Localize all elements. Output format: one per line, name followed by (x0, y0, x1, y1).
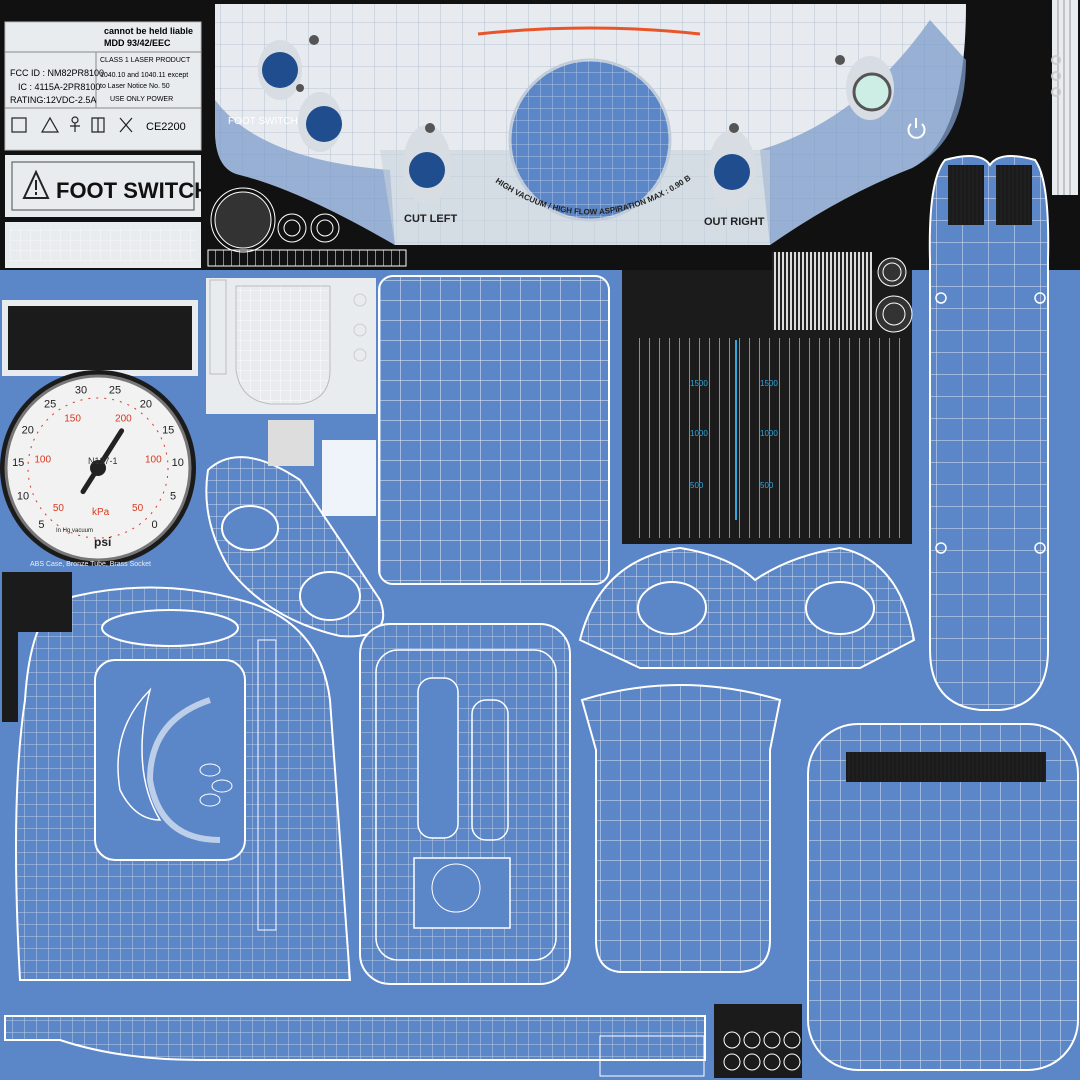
center-tray (359, 623, 571, 985)
gauge-inner-tick-5: 50 (132, 503, 144, 514)
foot-switch-sign (5, 155, 201, 217)
small-parts-block (714, 1004, 802, 1078)
label-ce: CE2200 (146, 121, 186, 133)
gear-wire-parts (875, 257, 913, 333)
indicator-dot-3 (425, 123, 435, 133)
gauge-outer-tick-3: 20 (22, 424, 34, 436)
scale-mark-1: 1500 (760, 379, 778, 388)
label-power: USE ONLY POWER (110, 96, 173, 103)
indicator-dot-5 (835, 55, 845, 65)
scale-mark-2: 1000 (690, 429, 708, 438)
gauge-outer-tick-10: 5 (170, 491, 176, 503)
gauge-outer-tick-8: 15 (162, 424, 174, 436)
right-cup (580, 684, 782, 973)
label-out-right: OUT RIGHT (704, 216, 765, 228)
bottom-strip (4, 1015, 706, 1061)
goggle-part-right (578, 546, 916, 669)
scale-marks: 1500 1500 1000 1000 500 500 (690, 379, 778, 490)
gauge-outer-tick-9: 10 (172, 457, 184, 469)
button-cut-left[interactable] (409, 152, 445, 188)
label-sheet (4, 21, 202, 151)
left-mini-parts (2, 572, 72, 632)
label-cut-left: CUT LEFT (404, 213, 457, 225)
gauge-unit-kpa: kPa (92, 507, 110, 518)
foot-switch-sign-text: FOOT SWITCH (56, 178, 210, 203)
gauge-outer-tick-5: 30 (75, 385, 87, 397)
indicator-dot-4 (729, 123, 739, 133)
bottom-right-cover (807, 723, 1079, 1071)
gauge-outer-tick-1: 10 (17, 491, 29, 503)
scale-mark-5: 500 (760, 481, 774, 490)
vertical-bar-lines (1057, 0, 1071, 195)
scale-mark-0: 1500 (690, 379, 708, 388)
button-blue-top-left[interactable] (262, 52, 298, 88)
label-compliance-2: to Laser Notice No. 50 (100, 83, 170, 90)
gauge-outer-tick-6: 25 (109, 385, 121, 397)
gauge-outer-tick-11: 0 (152, 519, 158, 531)
gauge-inner-tick-3: 200 (115, 413, 132, 424)
gauge-outer-tick-7: 20 (140, 399, 152, 411)
gauge-inner-tick-1: 100 (34, 455, 51, 466)
vertical-white-bars (1052, 0, 1078, 195)
gauge-inner-tick-2: 150 (64, 413, 81, 424)
power-icon (907, 118, 926, 139)
gauge-outer-tick-0: 5 (38, 519, 44, 531)
indicator-dot-2 (296, 84, 304, 92)
label-ic: IC : 4115A-2PR8100 (18, 82, 100, 92)
control-panel (215, 4, 966, 245)
gauge-model: N137-1 (88, 456, 118, 466)
mini-wire-block-2 (322, 440, 376, 516)
label-mdd: MDD 93/42/EEC (104, 38, 171, 48)
gauge-inner-ticks: 50 100 150 200 100 50 (34, 413, 162, 514)
label-compliance-1: 1040.10 and 1040.11 except (100, 72, 188, 79)
label-fcc: FCC ID : NM82PR8100 (10, 68, 104, 78)
gauge-inner-tick-0: 50 (53, 503, 65, 514)
gauge-inner-tick-4: 100 (145, 455, 162, 466)
gauge-needle (80, 428, 125, 495)
small-wire-parts (207, 187, 407, 267)
gauge-outer-tick-4: 25 (44, 399, 56, 411)
mini-wire-block (268, 420, 314, 466)
button-blue-mid-left[interactable] (306, 106, 342, 142)
indicator-dot-1 (309, 35, 319, 45)
gauge-outer-tick-2: 15 (12, 457, 24, 469)
small-frame-parts (599, 1035, 705, 1077)
ring-markers (1051, 55, 1061, 97)
goggle-part-upper (205, 456, 385, 638)
label-symbol-icons (11, 116, 133, 133)
panel-foot-switch-label: FOOT SWITCH (228, 116, 298, 127)
label-rating: RATING:12VDC-2.5A (10, 95, 96, 105)
scale-mark-3: 1000 (760, 429, 778, 438)
button-mint-cap[interactable] (852, 72, 892, 112)
label-laser: CLASS 1 LASER PRODUCT (100, 57, 191, 64)
gauge-unit-inhg: In Hg vacuum (56, 528, 93, 534)
button-out-right[interactable] (714, 154, 750, 190)
warning-icon (22, 169, 50, 199)
gauge-unit-psi: psi (94, 535, 111, 549)
label-liability: cannot be held liable (104, 26, 193, 36)
gauge-footer: ABS Case, Bronze Tube, Brass Socket (30, 561, 151, 568)
main-body-shell (15, 586, 352, 981)
scale-mark-4: 500 (690, 481, 704, 490)
